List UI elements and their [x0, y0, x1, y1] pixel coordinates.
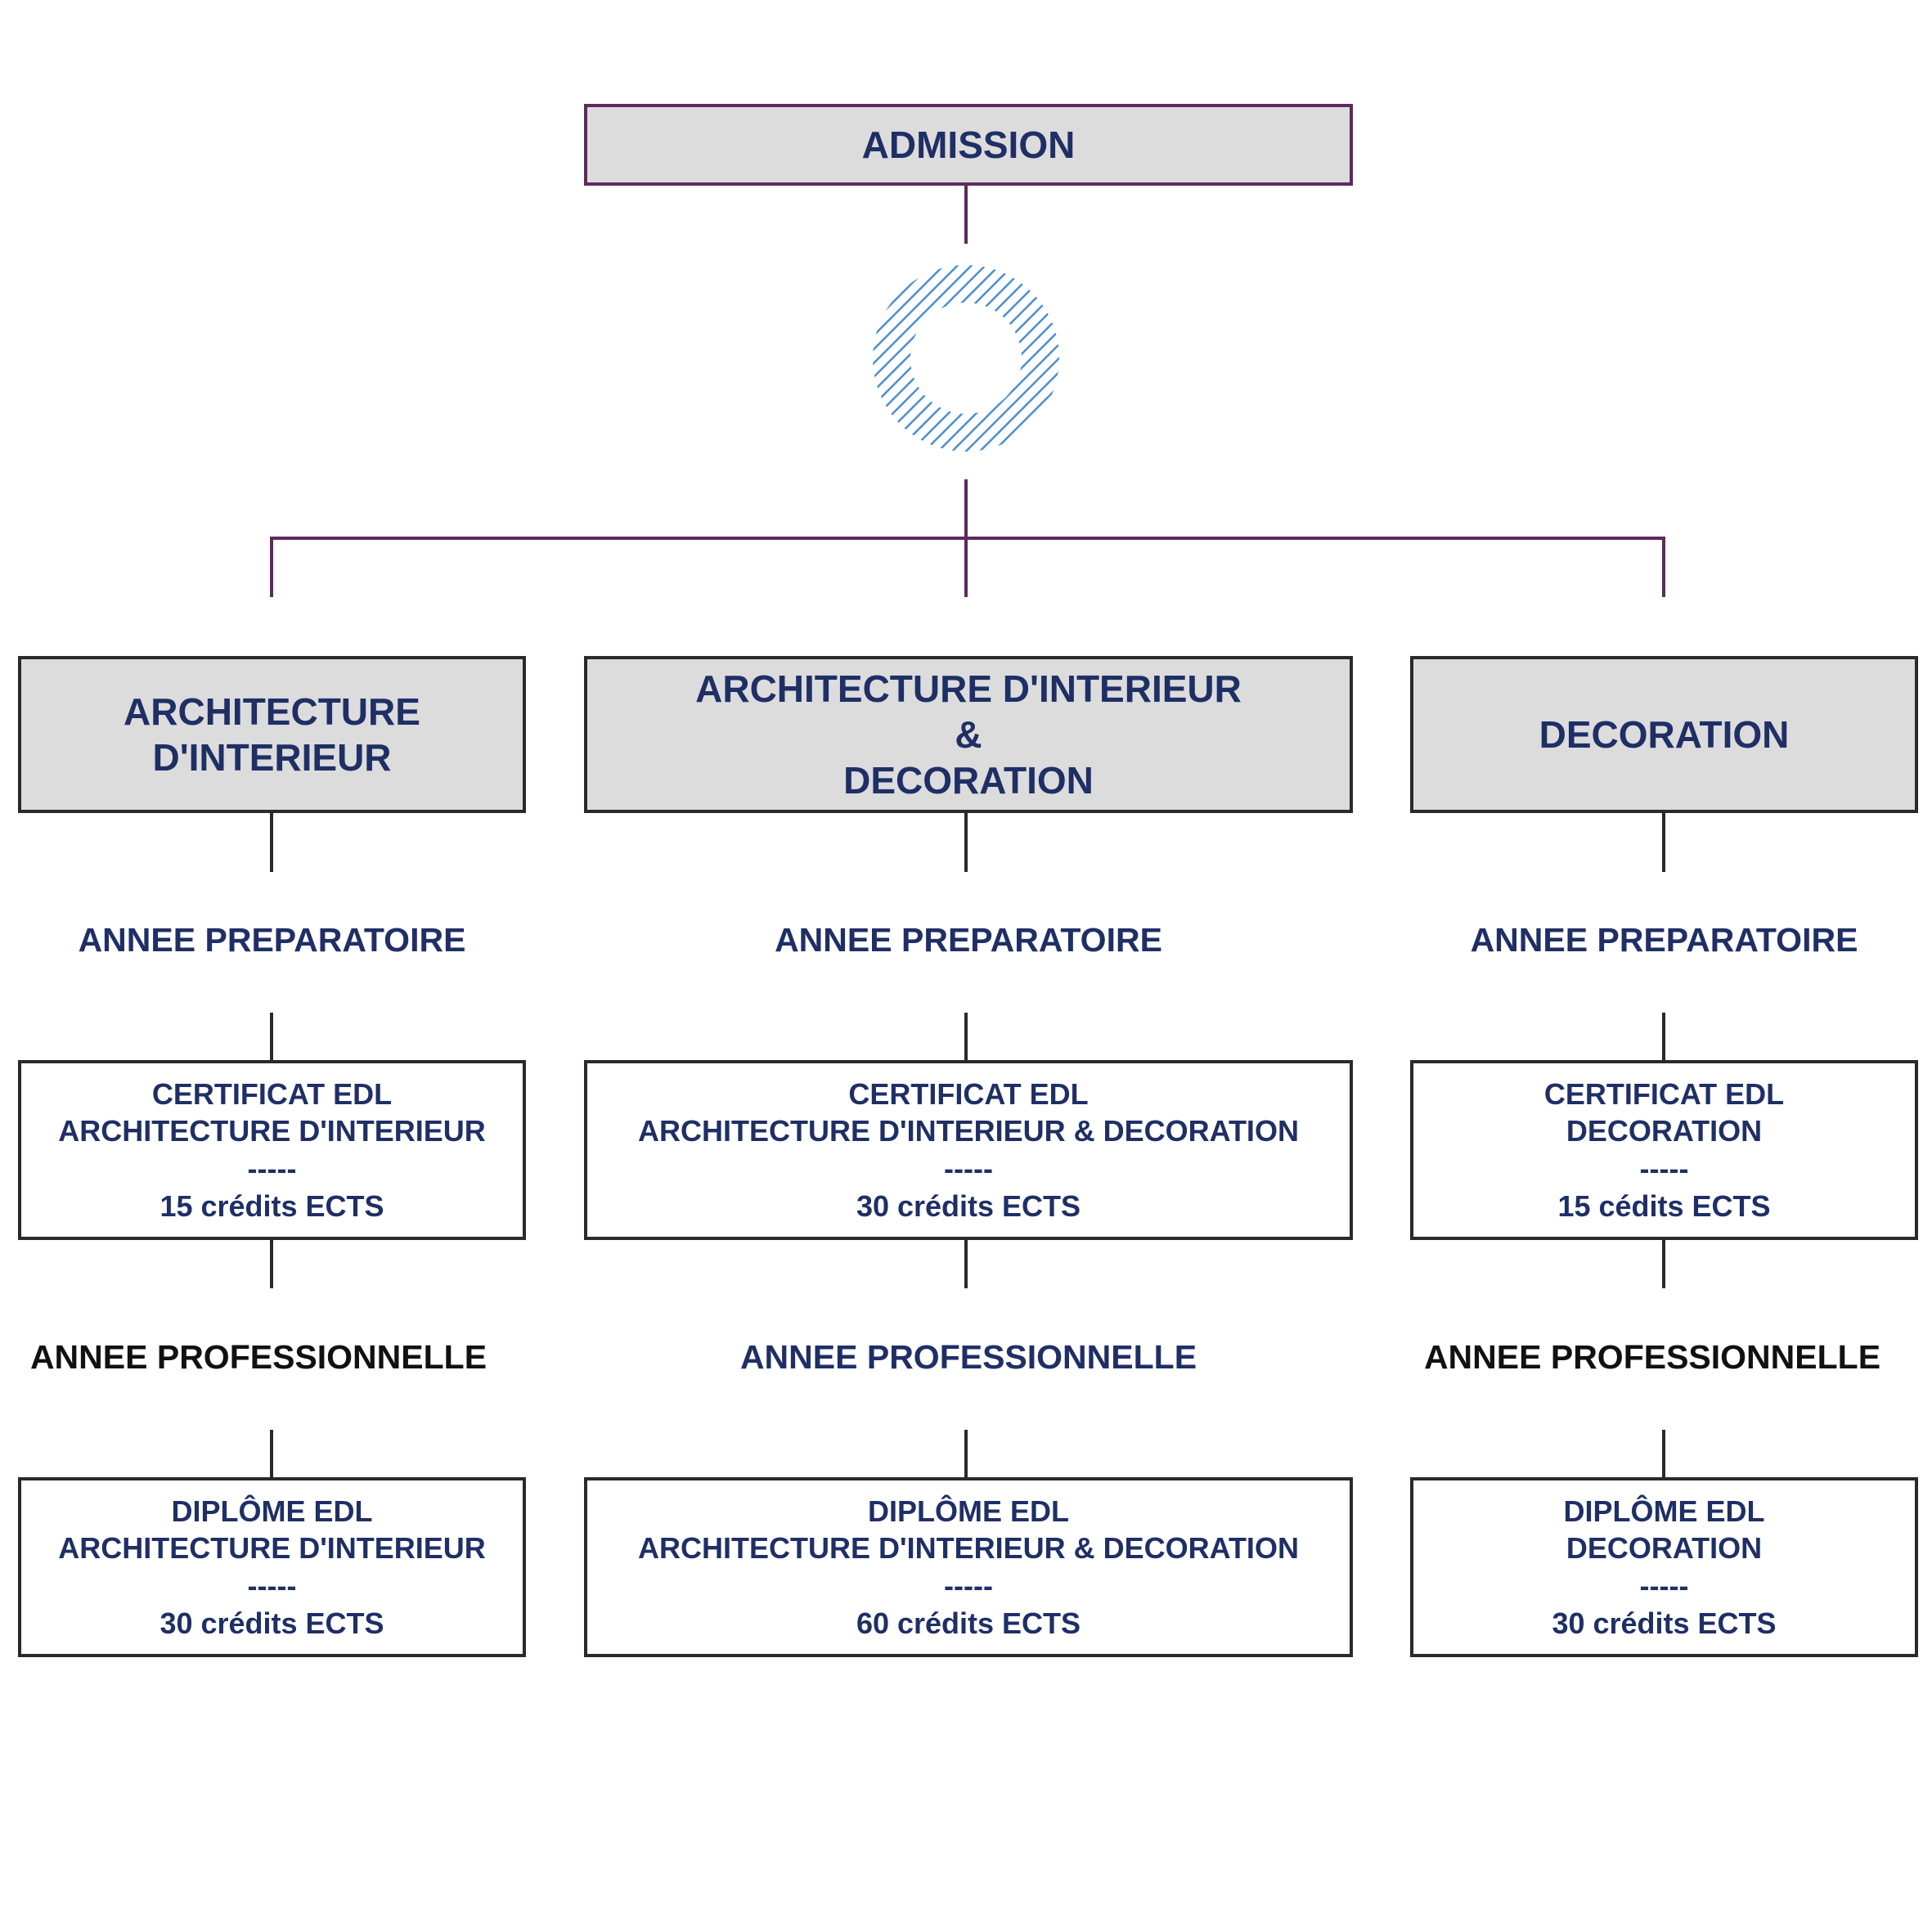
diploma-credits: 30 crédits ECTS: [1552, 1606, 1777, 1640]
hatched-ring-icon: [873, 265, 1060, 452]
admission-box: ADMISSION: [584, 104, 1353, 186]
certificate-box: CERTIFICAT EDL ARCHITECTURE D'INTERIEUR …: [584, 1060, 1353, 1240]
diploma-separator: -----: [1639, 1569, 1689, 1602]
diploma-box: DIPLÔME EDL DECORATION ----- 30 crédits …: [1410, 1477, 1918, 1657]
heading-line: ARCHITECTURE: [124, 690, 420, 733]
year-professionnelle-label: ANNEE PROFESSIONNELLE: [739, 1338, 1197, 1376]
certificate-program: ARCHITECTURE D'INTERIEUR & DECORATION: [638, 1114, 1299, 1148]
certificate-title: CERTIFICAT EDL: [848, 1076, 1089, 1111]
diploma-title: DIPLÔME EDL: [867, 1494, 1069, 1528]
heading-line: D'INTERIEUR: [152, 736, 392, 779]
year-professionnelle-label: ANNEE PROFESSIONNELLE: [1423, 1338, 1881, 1376]
heading-line: DECORATION: [843, 759, 1094, 802]
column-connectors: [270, 812, 1665, 1477]
diploma-credits: 30 crédits ECTS: [160, 1606, 384, 1640]
heading-architecture-interieur: ARCHITECTURE D'INTERIEUR: [18, 656, 526, 813]
diploma-program: ARCHITECTURE D'INTERIEUR: [58, 1531, 486, 1566]
diploma-separator: -----: [944, 1569, 993, 1602]
diploma-title: DIPLÔME EDL: [1563, 1494, 1765, 1528]
admission-connectors: [270, 185, 1665, 597]
certificate-separator: -----: [1639, 1152, 1689, 1185]
certificate-program: DECORATION: [1566, 1114, 1763, 1148]
diploma-program: ARCHITECTURE D'INTERIEUR & DECORATION: [638, 1531, 1299, 1566]
certificate-program: ARCHITECTURE D'INTERIEUR: [58, 1114, 486, 1148]
certificate-credits: 30 crédits ECTS: [856, 1188, 1081, 1223]
certificate-box: CERTIFICAT EDL DECORATION ----- 15 cédit…: [1410, 1060, 1918, 1240]
heading-line: &: [955, 712, 982, 756]
certificate-title: CERTIFICAT EDL: [1543, 1076, 1785, 1111]
diploma-title: DIPLÔME EDL: [171, 1494, 373, 1528]
heading-line: DECORATION: [1539, 712, 1790, 756]
certificate-credits: 15 cédits ECTS: [1557, 1188, 1771, 1223]
diploma-program: DECORATION: [1566, 1531, 1763, 1566]
year-preparatoire-label: ANNEE PREPARATOIRE: [775, 921, 1162, 959]
certificate-separator: -----: [247, 1152, 297, 1185]
diploma-separator: -----: [247, 1569, 297, 1602]
heading-line: ARCHITECTURE D'INTERIEUR: [695, 667, 1242, 710]
diploma-box: DIPLÔME EDL ARCHITECTURE D'INTERIEUR ---…: [18, 1477, 526, 1657]
certificate-credits: 15 crédits ECTS: [160, 1188, 384, 1223]
certificate-box: CERTIFICAT EDL ARCHITECTURE D'INTERIEUR …: [18, 1060, 526, 1240]
certificate-title: CERTIFICAT EDL: [151, 1076, 393, 1111]
diploma-credits: 60 crédits ECTS: [856, 1606, 1081, 1640]
year-professionnelle-label: ANNEE PROFESSIONNELLE: [29, 1338, 487, 1376]
admission-title: ADMISSION: [861, 123, 1076, 166]
diploma-box: DIPLÔME EDL ARCHITECTURE D'INTERIEUR & D…: [584, 1477, 1353, 1657]
year-preparatoire-label: ANNEE PREPARATOIRE: [1470, 921, 1858, 959]
year-preparatoire-label: ANNEE PREPARATOIRE: [78, 921, 466, 959]
heading-architecture-decoration: ARCHITECTURE D'INTERIEUR & DECORATION: [584, 656, 1353, 813]
heading-decoration: DECORATION: [1410, 656, 1918, 813]
certificate-separator: -----: [944, 1152, 993, 1185]
